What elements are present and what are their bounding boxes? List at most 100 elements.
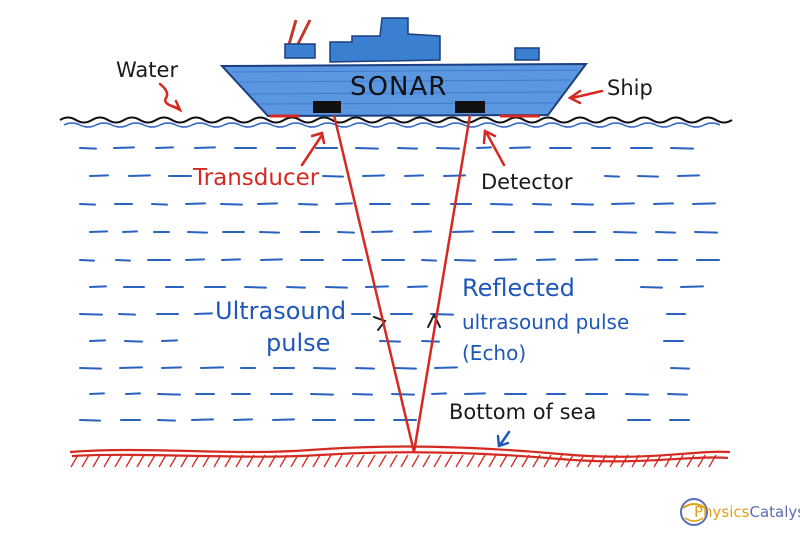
ship [219, 17, 589, 118]
ultrasound-pulse-label-line1: Ultrasound [215, 297, 347, 325]
water-dash [443, 174, 466, 177]
water-dash [89, 339, 106, 342]
seabed-hatch-mark [554, 454, 563, 468]
seabed-hatch-mark [323, 454, 332, 468]
water-dash [365, 285, 389, 288]
seabed-hatch-mark [147, 454, 156, 468]
water-dash [89, 392, 105, 395]
water-dash [79, 367, 102, 370]
pulse-lines [332, 114, 472, 453]
seabed-hatch-mark [620, 454, 629, 468]
water-dash [490, 203, 513, 206]
water-dash [89, 174, 109, 177]
seabed-hatching [70, 454, 717, 468]
water-dash [421, 259, 437, 262]
seabed-hatch-mark [664, 454, 673, 468]
water-dash [187, 231, 208, 234]
water-dash [637, 175, 659, 178]
water-dash [272, 418, 295, 421]
seabed-hatch-mark [345, 454, 354, 468]
reflected-pulse-label-line1: Reflected [462, 274, 575, 302]
seabed-hatch-mark [81, 454, 90, 468]
water-dash [454, 259, 476, 262]
water-dash [151, 203, 168, 206]
bottom-of-sea-label: Bottom of sea [449, 400, 597, 424]
seabed-hatch-mark [697, 454, 706, 468]
seabed-hatch-mark [455, 454, 464, 468]
logo-text: PhysicsCatalyst [694, 505, 800, 520]
water-dash [322, 175, 344, 178]
water-dash [119, 366, 143, 369]
seabed-hatch-mark [653, 454, 662, 468]
seabed-hatch-mark [488, 454, 497, 468]
ultrasound-pulse-line [332, 114, 416, 453]
seabed-hatch-mark [125, 454, 134, 468]
seabed-hatch-mark [312, 454, 321, 468]
water-dash [421, 340, 440, 343]
reflected-pulse-label-line2: ultrasound pulse [462, 310, 630, 334]
water-dash [244, 286, 267, 289]
water-dash [335, 202, 353, 205]
water-dash [115, 259, 131, 262]
water-dash [611, 202, 635, 205]
water-dash [352, 393, 373, 396]
seabed-hatch-mark [180, 454, 189, 468]
water-dash [604, 175, 620, 178]
seabed-hatch-mark [444, 454, 453, 468]
water-dash [677, 174, 700, 177]
water-dash [536, 258, 556, 261]
water-dash [79, 203, 96, 206]
water-dash [436, 147, 460, 150]
water-dash [233, 418, 253, 421]
seabed-hatch-mark [158, 454, 167, 468]
seabed-hatch-mark [279, 454, 288, 468]
water-dash [161, 339, 178, 342]
reflected-pulse-label-line3: (Echo) [462, 341, 527, 365]
sea-bottom [69, 445, 731, 463]
water-dash [404, 174, 424, 177]
seabed-hatch-mark [400, 454, 409, 468]
seabed-hatch-mark [378, 454, 387, 468]
water-dash [640, 286, 663, 289]
seabed-hatch-mark [268, 454, 277, 468]
water-dash [575, 258, 598, 261]
water-dash [655, 231, 676, 234]
water-dash [79, 313, 103, 316]
water-dash [79, 259, 95, 262]
seabed-hatch-mark [356, 454, 365, 468]
water-dash [694, 231, 718, 234]
water-dash [128, 174, 151, 177]
sonar-label: SONAR [350, 72, 448, 102]
water-dash [362, 174, 385, 177]
water-dash [161, 366, 182, 369]
seabed-hatch-mark [257, 454, 266, 468]
echo-pulse-line [412, 114, 472, 453]
water-dash [371, 230, 393, 233]
water-dash [571, 203, 594, 206]
water-dash [434, 366, 458, 369]
water-dash [157, 393, 181, 396]
water-dash [89, 230, 108, 233]
logo-text-part2: Catalyst [749, 503, 800, 521]
water-dash [157, 419, 176, 422]
seabed-hatch-mark [290, 454, 299, 468]
seabed-hatch-mark [543, 454, 552, 468]
seabed-hatch-mark [70, 454, 79, 468]
water-dash [653, 202, 674, 205]
water-dash [670, 367, 690, 370]
water-dash [325, 286, 348, 289]
water-dash [125, 392, 141, 395]
water-dash [397, 147, 418, 150]
water-dash [122, 230, 138, 233]
water-dash [355, 147, 379, 150]
water-dash [337, 231, 355, 234]
water-dash [155, 146, 174, 149]
water-dash [391, 393, 415, 396]
water-dash [118, 313, 136, 316]
water-dash [667, 393, 688, 396]
water-dash [476, 146, 492, 149]
seabed-hatch-mark [587, 454, 596, 468]
water-surface [59, 116, 733, 124]
seabed-hatch-mark [103, 454, 112, 468]
seabed-hatch-mark [202, 454, 211, 468]
